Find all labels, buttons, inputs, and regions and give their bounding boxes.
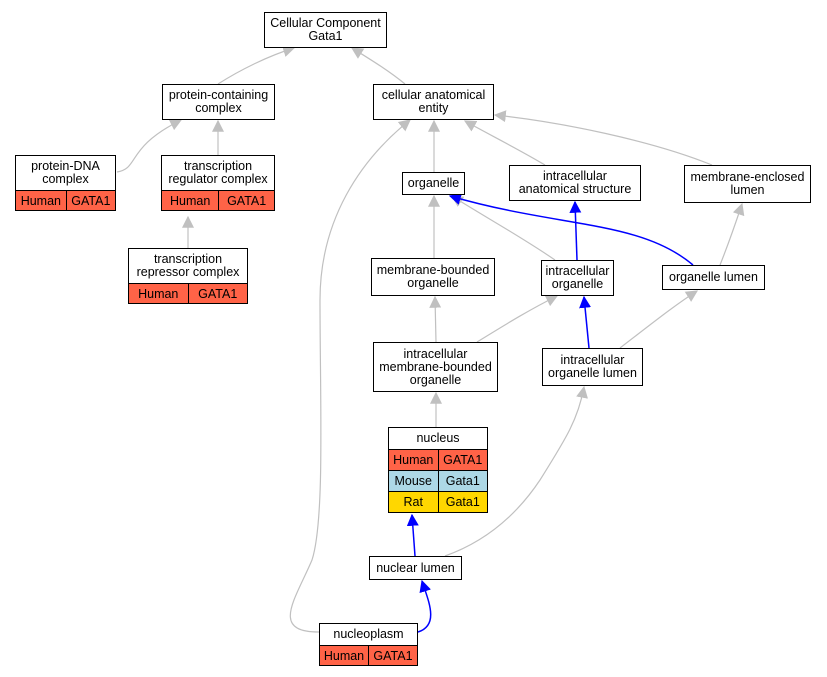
node-intracellular-membrane-bounded-organelle[interactable]: intracellular membrane-bounded organelle [373, 342, 498, 392]
node-nucleoplasm[interactable]: nucleoplasm [319, 623, 418, 646]
gene-cell: GATA1 [187, 283, 248, 304]
annotation-row: Human GATA1 [160, 190, 275, 211]
annotation-table-transcription-repressor-complex: Human GATA1 [128, 283, 248, 304]
node-transcription-repressor-complex[interactable]: transcription repressor complex [128, 248, 248, 284]
gene-cell: GATA1 [437, 449, 488, 471]
node-transcription-regulator-complex[interactable]: transcription regulator complex [161, 155, 275, 191]
edge-protein-dna-complex-to-protein-containing-complex [116, 119, 183, 173]
node-cellular-component-root[interactable]: Cellular Component Gata1 [264, 12, 387, 48]
node-intracellular-organelle-lumen[interactable]: intracellular organelle lumen [542, 348, 643, 386]
annotation-row: Mouse Gata1 [388, 470, 488, 492]
annotation-row: Human GATA1 [128, 283, 248, 304]
species-cell: Human [15, 190, 67, 211]
edge-intracellular-anatomical-structure-to-cellular-anatomical-entity [463, 120, 546, 166]
annotation-row: Rat Gata1 [388, 491, 488, 513]
node-protein-containing-complex[interactable]: protein-containing complex [162, 84, 275, 120]
edge-protein-containing-complex-to-root [217, 45, 296, 85]
annotation-row: Human GATA1 [15, 190, 117, 211]
species-cell: Mouse [388, 470, 439, 492]
node-organelle-lumen[interactable]: organelle lumen [662, 265, 765, 290]
edge-nuclear-lumen-to-intracellular-organelle-lumen [444, 385, 588, 557]
species-cell: Rat [388, 491, 439, 513]
edge-intracellular-organelle-lumen-to-organelle-lumen [619, 290, 699, 349]
annotation-row: Human GATA1 [319, 645, 418, 666]
gene-cell: GATA1 [218, 190, 275, 211]
edge-intracellular-organelle-to-intracellular-anatomical-structure [569, 200, 582, 261]
species-cell: Human [319, 645, 369, 666]
edge-organelle-lumen-to-membrane-enclosed-lumen [719, 202, 745, 266]
gene-cell: Gata1 [437, 491, 488, 513]
node-organelle[interactable]: organelle [402, 172, 465, 195]
annotation-table-nucleoplasm: Human GATA1 [319, 645, 418, 666]
annotation-row: Human GATA1 [388, 449, 488, 471]
node-intracellular-organelle[interactable]: intracellular organelle [541, 260, 614, 296]
node-intracellular-anatomical-structure[interactable]: intracellular anatomical structure [509, 165, 641, 201]
annotation-table-protein-dna-complex: Human GATA1 [15, 190, 117, 211]
annotation-table-transcription-regulator-complex: Human GATA1 [160, 190, 275, 211]
species-cell: Human [388, 449, 439, 471]
node-membrane-bounded-organelle[interactable]: membrane-bounded organelle [371, 258, 495, 296]
node-protein-dna-complex[interactable]: protein-DNA complex [15, 155, 116, 191]
edge-nuclear-lumen-to-nucleus [406, 513, 419, 557]
edge-nucleoplasm-to-cellular-anatomical-entity [289, 119, 411, 633]
edge-intracellular-membrane-bounded-organelle-to-membrane-bounded-organelle [429, 295, 442, 343]
edge-organelle-lumen-to-organelle [448, 193, 694, 266]
node-nuclear-lumen[interactable]: nuclear lumen [369, 556, 462, 580]
gene-cell: GATA1 [368, 645, 418, 666]
annotation-table-nucleus: Human GATA1 Mouse Gata1 Rat Gata1 [388, 449, 488, 513]
gene-cell: Gata1 [437, 470, 488, 492]
edge-intracellular-organelle-to-organelle [450, 195, 556, 261]
edge-intracellular-membrane-bounded-organelle-to-intracellular-organelle [476, 295, 559, 343]
node-membrane-enclosed-lumen[interactable]: membrane-enclosed lumen [684, 165, 811, 203]
edge-cellular-anatomical-entity-to-root [350, 47, 406, 85]
edge-nucleoplasm-to-nuclear-lumen [417, 579, 432, 633]
species-cell: Human [128, 283, 189, 304]
node-cellular-anatomical-entity[interactable]: cellular anatomical entity [373, 84, 494, 120]
node-nucleus[interactable]: nucleus [388, 427, 488, 450]
species-cell: Human [160, 190, 220, 211]
edge-intracellular-organelle-lumen-to-intracellular-organelle [579, 295, 592, 349]
gene-cell: GATA1 [65, 190, 117, 211]
edge-membrane-enclosed-lumen-to-cellular-anatomical-entity [493, 110, 713, 166]
